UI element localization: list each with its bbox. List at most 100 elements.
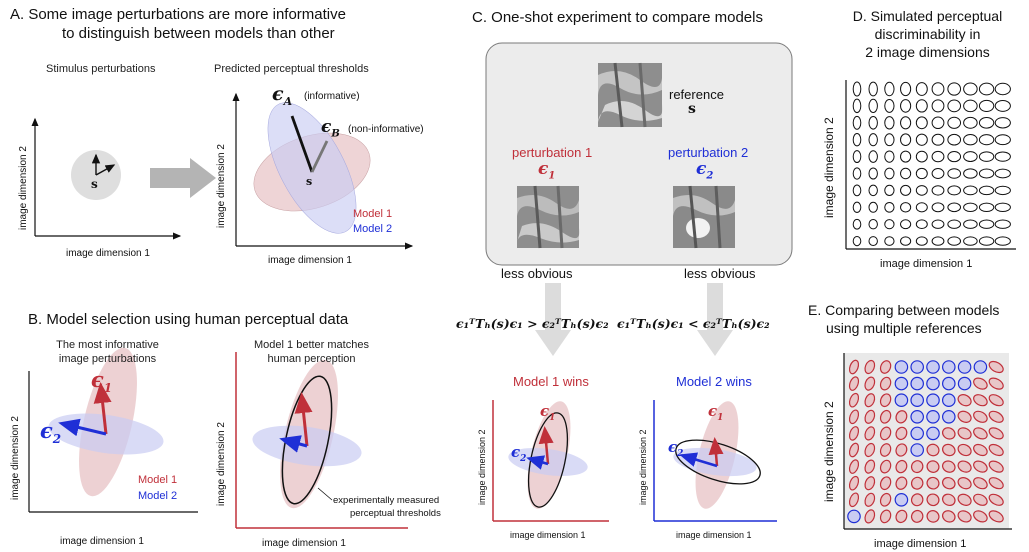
panel-c-left-plot-eps1: ϵ1	[540, 402, 556, 423]
panel-d-threshold-ellipse	[852, 150, 862, 164]
panel-e-model1-ellipse	[848, 442, 860, 458]
panel-d	[845, 80, 1016, 250]
panel-e-model1-ellipse	[879, 393, 892, 408]
panel-e-model1-ellipse	[957, 394, 972, 407]
panel-e-model1-ellipse	[864, 476, 876, 491]
panel-e-model1-ellipse	[926, 493, 940, 507]
panel-d-threshold-ellipse	[931, 82, 945, 96]
panel-a-right-x-label: image dimension 1	[268, 255, 352, 266]
panel-e-model1-ellipse	[864, 409, 876, 424]
panel-e-model1-ellipse	[910, 493, 924, 507]
panel-d-title-line2: discriminability in	[874, 26, 981, 42]
panel-c-left-eps1-arrow	[538, 426, 554, 465]
panel-d-ellipse-grid	[852, 81, 1011, 247]
panel-d-threshold-ellipse	[931, 168, 945, 179]
panel-b	[28, 347, 408, 529]
panel-e-model1-ellipse	[988, 360, 1004, 374]
panel-a-eps-b-note: (non-informative)	[348, 124, 424, 135]
panel-b-title: B. Model selection using human perceptua…	[28, 311, 349, 328]
panel-d-threshold-ellipse	[947, 185, 962, 196]
panel-e-model2-ellipse	[941, 360, 956, 374]
panel-d-threshold-ellipse	[852, 133, 862, 147]
panel-d-threshold-ellipse	[868, 81, 878, 97]
panel-d-threshold-ellipse	[931, 185, 945, 196]
panel-d-threshold-ellipse	[900, 167, 912, 180]
panel-a-title-line2: to distinguish between models than other	[62, 25, 335, 42]
panel-e-model1-ellipse	[879, 360, 892, 374]
panel-e	[843, 353, 1012, 530]
panel-d-threshold-ellipse	[868, 98, 878, 113]
panel-b-left-y-label: image dimension 2	[10, 416, 21, 500]
panel-c-eps1-symbol: ϵ1	[538, 159, 556, 182]
panel-b-model2-label: Model 2	[138, 490, 178, 502]
panel-e-model1-ellipse	[848, 409, 860, 425]
panel-d-threshold-ellipse	[884, 184, 895, 197]
panel-e-model1-ellipse	[864, 509, 876, 524]
panel-d-threshold-ellipse	[978, 168, 995, 179]
panel-d-threshold-ellipse	[868, 115, 878, 130]
panel-d-threshold-ellipse	[884, 201, 895, 213]
panel-b-right-eps1-arrow	[294, 392, 313, 447]
panel-e-model1-ellipse	[926, 443, 940, 457]
panel-b-left-caption-line2: image perturbations	[58, 353, 157, 365]
panel-c-left-y-label: image dimension 2	[477, 429, 487, 505]
panel-c-right-plot-eps2: ϵ2	[668, 438, 684, 459]
panel-d-threshold-ellipse	[884, 133, 895, 147]
panel-e-model1-ellipse	[879, 409, 892, 424]
panel-e-model2-ellipse	[894, 492, 909, 507]
panel-d-threshold-ellipse	[978, 99, 995, 112]
panel-d-threshold-ellipse	[915, 219, 928, 229]
panel-e-model1-ellipse	[988, 394, 1004, 407]
panel-d-threshold-ellipse	[868, 150, 878, 163]
panel-e-model1-ellipse	[973, 510, 988, 523]
panel-e-model1-ellipse	[957, 410, 972, 423]
panel-d-threshold-ellipse	[994, 168, 1011, 179]
panel-e-model1-ellipse	[895, 476, 908, 490]
panel-d-threshold-ellipse	[931, 236, 945, 246]
panel-d-threshold-ellipse	[978, 202, 995, 213]
panel-e-model1-ellipse	[941, 427, 956, 440]
panel-e-title-line1: E. Comparing between models	[808, 302, 1000, 318]
panel-a-title-line1: A. Some image perturbations are more inf…	[10, 6, 346, 23]
panel-c-left-plot-eps2: ϵ2	[511, 443, 527, 464]
panel-e-model1-ellipse	[848, 459, 860, 474]
panel-a-model2-label: Model 2	[353, 223, 393, 235]
panel-e-model1-ellipse	[973, 410, 988, 423]
panel-d-threshold-ellipse	[994, 82, 1011, 96]
panel-c-reference-symbol: s	[688, 101, 696, 117]
panel-a-left-y-label: image dimension 2	[18, 146, 29, 230]
panel-c-right-x-label: image dimension 1	[676, 530, 752, 540]
panel-a-left-caption: Stimulus perturbations	[46, 63, 156, 75]
panel-d-threshold-ellipse	[947, 116, 962, 129]
panel-c-right-measured-ellipse	[675, 439, 761, 485]
panel-e-model1-ellipse	[864, 492, 876, 507]
panel-e-title-line2: using multiple references	[826, 320, 982, 336]
panel-e-model2-ellipse	[910, 426, 924, 441]
panel-a-eps-b-line	[310, 140, 329, 173]
panel-e-model1-ellipse	[910, 460, 924, 474]
panel-e-model2-ellipse	[894, 376, 909, 391]
panel-e-model1-ellipse	[864, 459, 876, 474]
panel-d-threshold-ellipse	[947, 133, 962, 146]
panel-a-eps-a-note: (informative)	[304, 91, 360, 102]
panel-b-left-eps2-symbol: ϵ2	[40, 418, 62, 447]
panel-e-model1-ellipse	[941, 493, 956, 507]
panel-d-threshold-ellipse	[915, 82, 928, 96]
panel-d-threshold-ellipse	[947, 236, 962, 246]
panel-d-threshold-ellipse	[931, 116, 945, 130]
panel-d-threshold-ellipse	[978, 185, 995, 196]
panel-a	[31, 92, 414, 250]
panel-c-right-winner: Model 2 wins	[676, 374, 752, 389]
panel-b-model1-label: Model 1	[138, 474, 178, 486]
panel-d-threshold-ellipse	[915, 133, 928, 146]
panel-d-threshold-ellipse	[868, 133, 878, 147]
panel-e-model1-ellipse	[988, 460, 1004, 473]
panel-d-threshold-ellipse	[884, 167, 895, 180]
panel-d-threshold-ellipse	[994, 185, 1011, 196]
panel-e-model1-ellipse	[848, 392, 860, 408]
panel-e-model1-ellipse	[973, 493, 988, 506]
panel-d-threshold-ellipse	[994, 202, 1011, 213]
panel-e-model1-ellipse	[988, 510, 1004, 523]
panel-d-threshold-ellipse	[852, 115, 862, 130]
panel-d-threshold-ellipse	[947, 99, 962, 113]
